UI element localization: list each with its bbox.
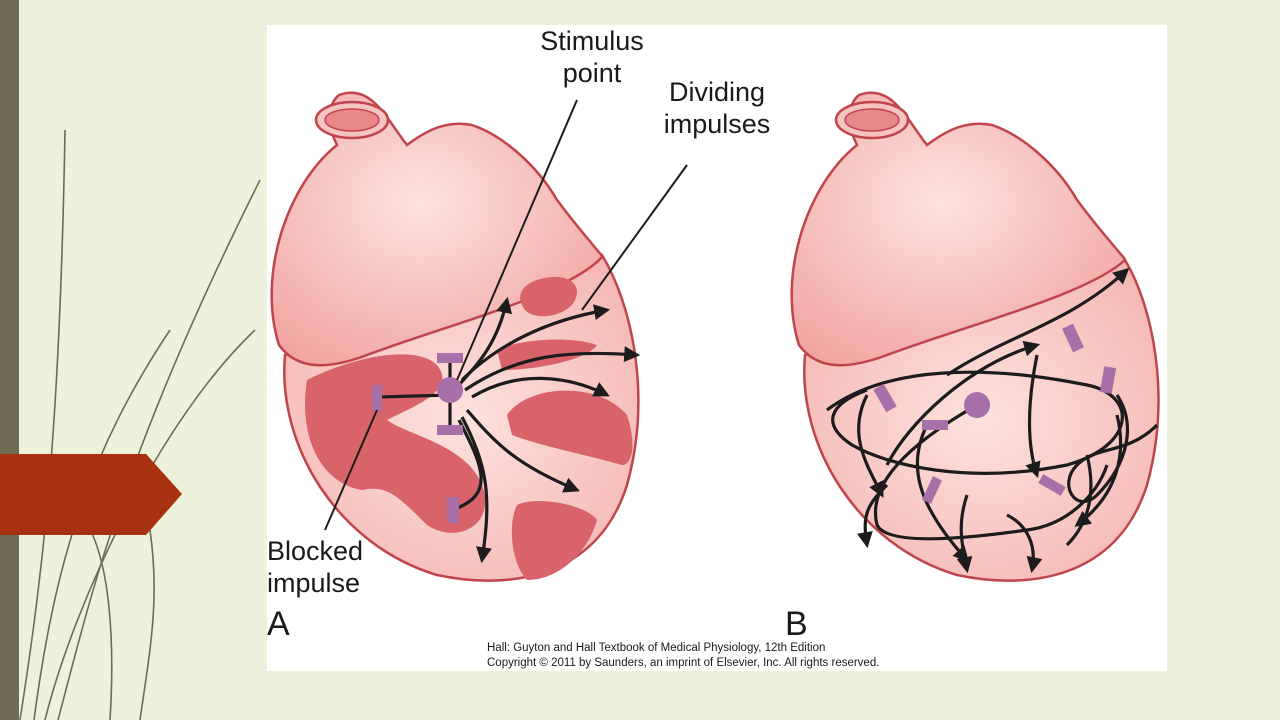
label-pointers (324, 99, 688, 531)
figure-panel: Stimulus point Dividing impulses Blocked… (267, 25, 1167, 671)
stimulus-label-line2: point (562, 58, 622, 88)
heart-a-muscle-3 (507, 390, 633, 465)
heart-a-muscle-1 (305, 354, 486, 533)
caption-line1: Hall: Guyton and Hall Textbook of Medica… (487, 642, 826, 654)
caption-line2: Copyright © 2011 by Saunders, an imprint… (487, 657, 880, 669)
left-sidebar-strip (0, 0, 19, 720)
panel-a-label: A (267, 605, 290, 643)
dividing-impulses-label: Dividing impulses (652, 76, 782, 140)
heart-a-impulse-markers (372, 353, 463, 523)
blocked-marker-bottom (437, 425, 463, 435)
heart-diagram (270, 91, 1160, 582)
blocked-label-line2: impulse (267, 568, 361, 598)
stimulus-point-marker-b (964, 392, 990, 418)
dividing-label-line1: Dividing (668, 77, 766, 107)
heart-b-reentry-paths (826, 267, 1159, 574)
heart-a-muscle-4 (511, 500, 597, 580)
blocked-marker-top (437, 353, 463, 363)
dividing-label-line2: impulses (663, 109, 771, 139)
panel-b-label: B (785, 605, 808, 643)
figure-caption: Hall: Guyton and Hall Textbook of Medica… (487, 641, 879, 671)
blocked-impulse-label: Blocked impulse (267, 535, 363, 599)
stimulus-label-line1: Stimulus (540, 26, 644, 56)
decorative-grass-strokes (19, 129, 261, 720)
arrow-tab-shape (0, 454, 182, 535)
stimulus-point-marker (437, 377, 463, 403)
heart-a (270, 91, 688, 582)
heart-a-impulse-paths (378, 296, 641, 564)
blocked-marker-lower (447, 497, 459, 523)
heart-a-muscle-2 (520, 276, 578, 317)
heart-b-impulse-markers (873, 323, 1117, 504)
heart-b-atria (790, 91, 1127, 367)
blocked-marker-left (372, 385, 382, 411)
stimulus-point-label: Stimulus point (527, 25, 657, 89)
heart-b (790, 91, 1160, 582)
blocked-label-line1: Blocked (267, 536, 364, 566)
heart-a-atria (270, 91, 605, 367)
